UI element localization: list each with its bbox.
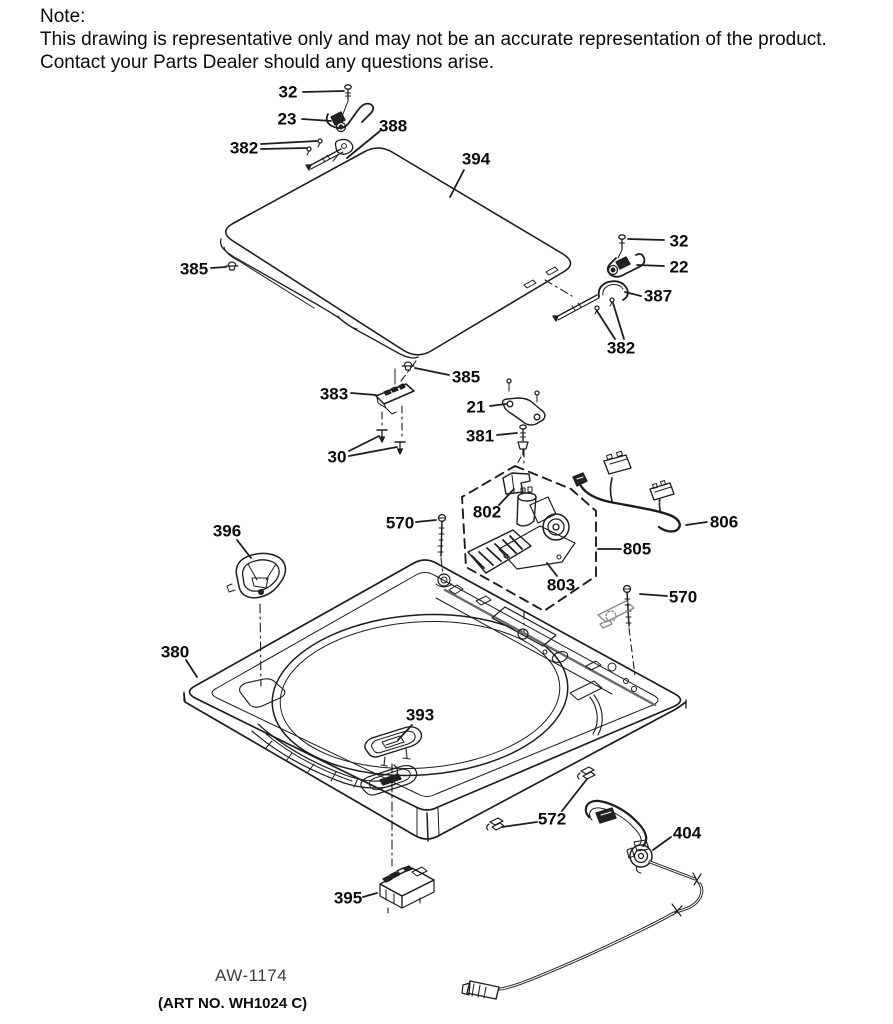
part-label-22: 22 xyxy=(669,257,689,277)
part-label-385-left: 385 xyxy=(179,259,209,279)
part-label-30: 30 xyxy=(327,447,347,467)
part-label-21: 21 xyxy=(466,397,486,417)
note-line-1: This drawing is representative only and … xyxy=(40,29,827,50)
part-label-395: 395 xyxy=(333,888,363,908)
note-title: Note: xyxy=(40,6,86,27)
part-label-396: 396 xyxy=(212,521,242,541)
screw-570-left-shape xyxy=(437,513,447,576)
part-label-393: 393 xyxy=(405,705,435,725)
part-label-570-right: 570 xyxy=(668,587,698,607)
bracket-802-shape xyxy=(502,472,531,495)
lock-383-group xyxy=(375,360,417,455)
part-label-32-right: 32 xyxy=(669,231,689,251)
part-label-385-mid: 385 xyxy=(451,367,481,387)
part-label-32-top: 32 xyxy=(278,82,298,102)
leader-lines xyxy=(185,90,708,898)
cup-396-shape xyxy=(226,552,287,687)
lid-394-shape xyxy=(219,147,572,359)
hinge-23-group xyxy=(305,84,375,171)
switch-395-shape xyxy=(379,865,435,914)
note-block: Note: This drawing is representative onl… xyxy=(40,5,827,74)
part-label-380: 380 xyxy=(160,642,190,662)
part-label-23: 23 xyxy=(277,109,297,129)
latch-393-shape xyxy=(364,726,423,867)
part-label-388: 388 xyxy=(378,116,408,136)
part-label-387: 387 xyxy=(643,286,673,306)
part-label-803: 803 xyxy=(546,575,576,595)
part-label-805: 805 xyxy=(622,539,652,559)
hinge-22-group xyxy=(544,234,646,322)
switch-404-group xyxy=(461,799,704,1000)
part-label-381: 381 xyxy=(465,426,495,446)
part-label-383: 383 xyxy=(319,384,349,404)
panel-380-shape xyxy=(183,559,687,842)
clip-385-left-shape xyxy=(225,261,239,271)
part-label-806: 806 xyxy=(709,512,739,532)
note-line-2: Contact your Parts Dealer should any que… xyxy=(40,52,495,73)
part-label-382-right: 382 xyxy=(606,338,636,358)
harness-806-shape xyxy=(572,450,681,533)
bracket-21-group xyxy=(501,378,546,465)
part-label-572: 572 xyxy=(537,809,567,829)
part-label-570-left: 570 xyxy=(385,513,415,533)
drawing-number: AW-1174 xyxy=(215,966,288,985)
part-label-382-left: 382 xyxy=(229,138,259,158)
part-label-802: 802 xyxy=(472,502,502,522)
part-label-394: 394 xyxy=(461,149,491,169)
art-number: (ART NO. WH1024 C) xyxy=(158,995,308,1012)
part-label-404: 404 xyxy=(672,823,702,843)
screw-570-right-shape xyxy=(622,584,636,677)
assembly-805-group xyxy=(461,449,597,633)
